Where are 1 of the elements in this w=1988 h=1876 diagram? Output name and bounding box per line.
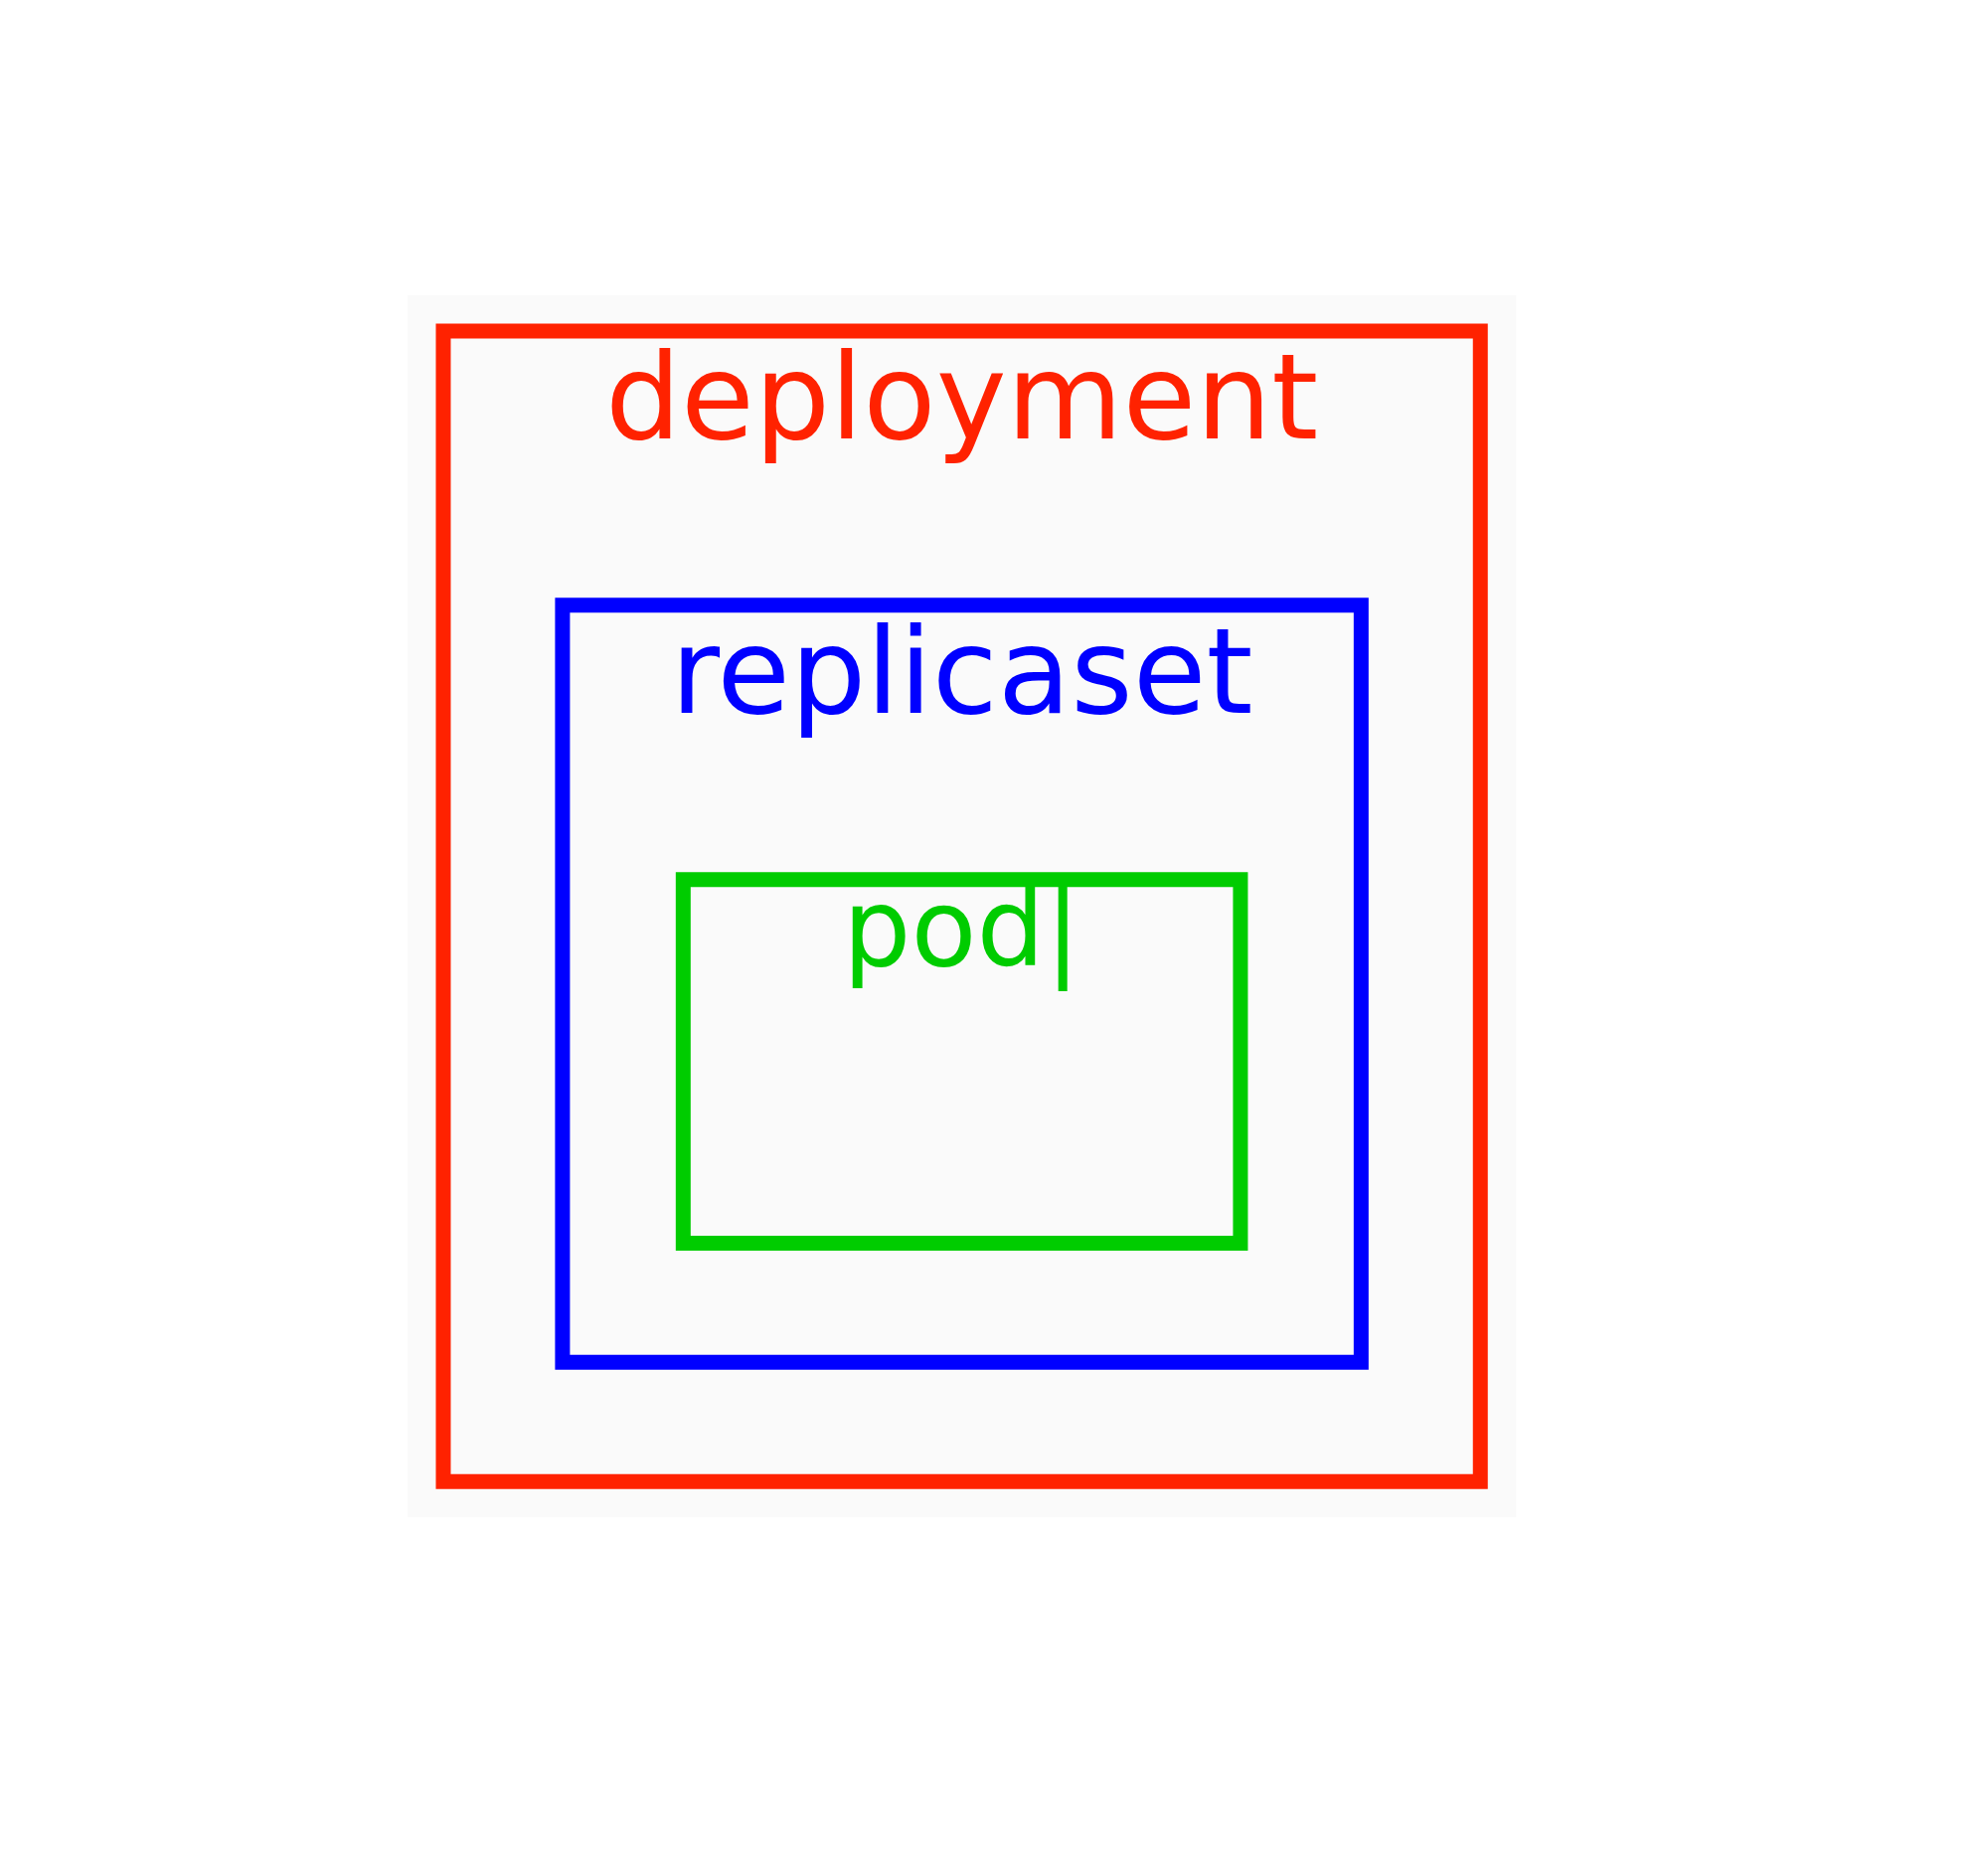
node-box: pod| xyxy=(675,871,1248,1251)
